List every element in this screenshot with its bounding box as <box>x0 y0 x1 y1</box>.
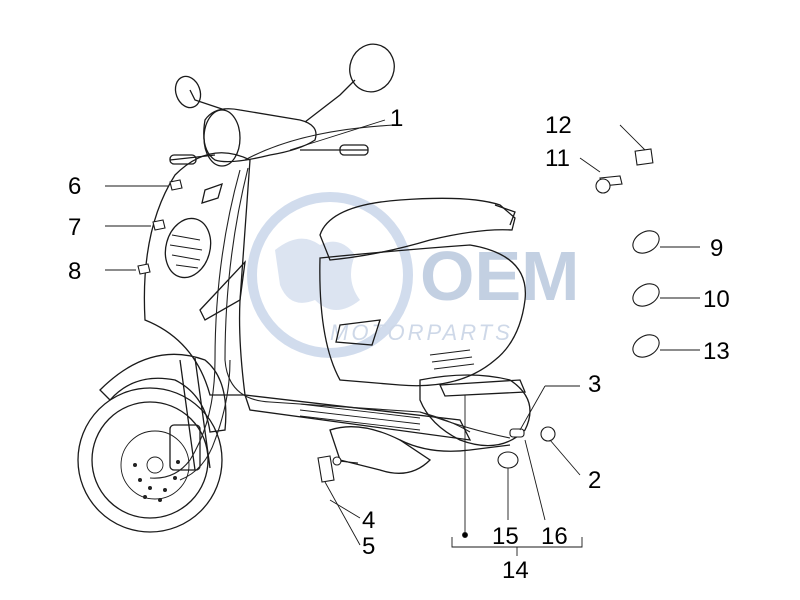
hose-clamp-9 <box>632 230 660 254</box>
front-fender <box>99 353 227 433</box>
brake-disc <box>120 430 190 500</box>
callout-14: 14 <box>502 557 529 584</box>
cable-clip-6 <box>169 179 183 191</box>
horn-grille <box>164 217 212 279</box>
leader-16 <box>524 439 546 521</box>
grommet-2 <box>540 426 556 442</box>
clamp-15 <box>497 451 519 469</box>
center-stand <box>329 426 432 474</box>
horn-grille-slats <box>169 234 203 269</box>
handlebar <box>169 149 368 161</box>
front-tire <box>77 387 223 533</box>
nut-12 <box>634 148 654 166</box>
floor-rubber-strips <box>299 403 421 431</box>
callout-16: 16 <box>541 523 568 550</box>
kick-lever <box>439 379 526 397</box>
brake-caliper <box>169 424 201 471</box>
callout-7: 7 <box>68 214 81 241</box>
callout-8: 8 <box>68 258 81 285</box>
side-emblem <box>335 319 381 346</box>
right-grip <box>339 144 369 156</box>
rear-cable-run <box>419 411 511 439</box>
front-brake-cable <box>149 169 241 479</box>
watermark-continents-icon <box>275 238 360 310</box>
callout-9: 9 <box>710 235 723 262</box>
leader-3-d <box>519 385 546 431</box>
hose-clamp-10 <box>632 283 660 307</box>
leader-14-dot <box>462 532 468 538</box>
watermark: OEM MOTORPARTS <box>247 192 579 358</box>
rear-body <box>319 244 526 387</box>
leader-lines <box>105 119 700 556</box>
leg-shield <box>143 152 251 396</box>
callout-15: 15 <box>492 523 519 550</box>
watermark-globe-icon <box>247 192 413 358</box>
front-fork <box>179 357 211 471</box>
disc-holes <box>133 460 180 502</box>
right-mirror <box>349 43 395 93</box>
wheel-hub <box>146 456 164 474</box>
headset <box>203 108 317 163</box>
watermark-brand: OEM <box>420 237 579 315</box>
headlight <box>203 109 241 167</box>
sleeve-16 <box>509 428 525 438</box>
leader-11 <box>579 157 601 173</box>
callout-2: 2 <box>588 467 601 494</box>
engine-vents <box>429 349 475 370</box>
rear-brake-link <box>399 439 511 452</box>
front-badge <box>201 182 223 204</box>
right-mirror-stem <box>304 79 356 123</box>
callout-3: 3 <box>588 371 601 398</box>
hose-clamp-13 <box>632 334 660 358</box>
left-mirror <box>174 75 202 109</box>
left-grip <box>169 154 197 165</box>
bolt-head-4 <box>332 456 342 466</box>
seat <box>319 197 516 261</box>
leader-12 <box>619 124 646 151</box>
leader-2 <box>549 439 581 476</box>
front-rim <box>91 401 209 519</box>
callout-5: 5 <box>362 533 375 560</box>
callout-13: 13 <box>703 338 730 365</box>
leader-1 <box>289 119 386 151</box>
callout-1: 1 <box>390 105 403 132</box>
screw-head-11 <box>595 178 611 194</box>
transmission-cable <box>224 167 471 433</box>
callout-labels: 1 2 3 4 5 6 7 8 9 10 11 12 13 14 15 16 <box>68 105 730 584</box>
cable-clip-8 <box>137 263 151 275</box>
scooter-illustration <box>77 43 531 533</box>
cable-clip-7 <box>152 219 166 231</box>
leader-4 <box>329 499 361 519</box>
floorboard <box>244 394 472 441</box>
left-mirror-stem <box>189 89 226 111</box>
watermark-subtitle: MOTORPARTS <box>330 320 513 345</box>
callout-12: 12 <box>545 112 572 139</box>
callout-6: 6 <box>68 173 81 200</box>
callout-10: 10 <box>703 286 730 313</box>
rear-rack <box>494 204 516 226</box>
front-inner-panel <box>199 260 246 321</box>
bracket-5 <box>317 455 335 483</box>
throttle-cable <box>244 124 396 161</box>
speedo-cable <box>179 359 231 481</box>
leader-5 <box>324 481 361 546</box>
callout-4: 4 <box>362 507 375 534</box>
engine-case <box>419 374 531 447</box>
small-parts <box>137 148 660 483</box>
callout-11: 11 <box>545 145 570 172</box>
